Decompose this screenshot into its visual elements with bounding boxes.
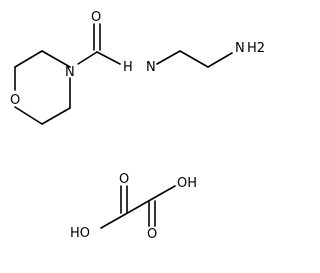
oxalic-oxygen-top-label: O	[119, 172, 129, 187]
amide-n-label: N	[146, 60, 156, 75]
amide-h-label: H	[123, 60, 133, 75]
oxalic-oxygen-bottom-label: O	[147, 227, 157, 242]
bond-ringo-c3	[14, 106, 43, 125]
amide-molecule: O N O N H N H2	[10, 10, 265, 125]
amine-n-label: N	[235, 41, 245, 56]
carbonyl-oxygen-label: O	[91, 10, 101, 25]
bond-ringn-carbonyl	[77, 51, 98, 65]
oxalic-acid-molecule: O O HO OH	[70, 172, 197, 242]
bond-ringn-c1	[41, 50, 71, 68]
bond-right-c-oh	[151, 185, 176, 200]
bond-c-c	[123, 198, 153, 216]
bond-c3-c4	[41, 107, 71, 125]
chemical-structure-diagram: O N O N H N H2 O O HO OH	[10, 10, 265, 242]
bond-nh-ch2a	[156, 50, 181, 65]
oxalic-hydroxyl-left-label: HO	[70, 226, 90, 241]
amine-h2-label: H2	[247, 41, 265, 56]
oxalic-hydroxyl-right-label: OH	[177, 176, 197, 191]
bond-ch2b-nh2	[207, 52, 233, 68]
bond-c1-c2	[14, 50, 43, 68]
ring-nitrogen-label: N	[65, 65, 75, 80]
bond-carbonyl-nh	[96, 51, 121, 65]
bond-left-c-oh	[100, 214, 125, 229]
ring-oxygen-label: O	[10, 93, 20, 108]
bond-ch2a-ch2b	[179, 50, 209, 68]
